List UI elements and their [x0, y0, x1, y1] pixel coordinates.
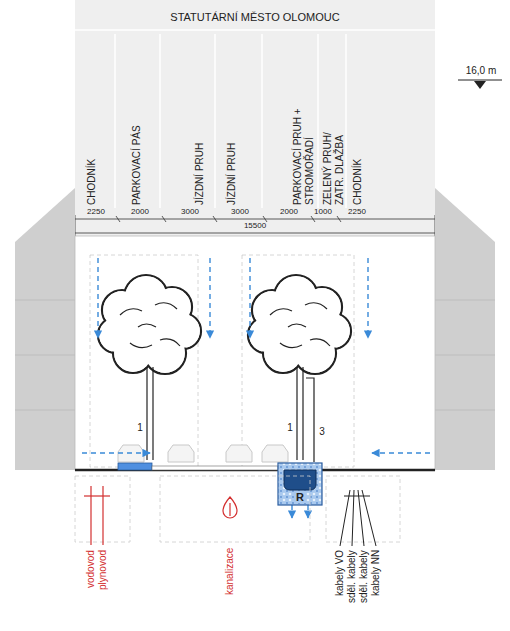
- utility-label: kabely NN: [370, 550, 382, 596]
- callout-number: 1: [287, 422, 293, 434]
- zone-label: CHODNÍK: [86, 159, 98, 205]
- title: STATUTÁRNÍ MĚSTO OLOMOUC: [170, 11, 339, 24]
- utility-label: vodovod: [85, 550, 97, 588]
- dimension-label: 15500: [244, 221, 266, 230]
- utility-label: kabely VO: [334, 550, 346, 596]
- zone-label: CHODNÍK: [352, 159, 364, 205]
- dimension-label: 2250: [87, 207, 105, 216]
- zone-label: PARKOVACÍ PÁS: [131, 125, 143, 205]
- callout-number: 1: [137, 422, 143, 434]
- utility-label: plynovod: [97, 550, 109, 590]
- dimension-label: 2250: [348, 207, 366, 216]
- utility-label: sděl. kabely: [346, 550, 358, 603]
- dimension-label: 2000: [131, 207, 149, 216]
- callout-number: 3: [319, 426, 325, 438]
- zone-label: ZELENÝ PRUH/ ZATR. DLAŽBA: [322, 117, 345, 205]
- dimension-label: 1000: [314, 207, 332, 216]
- zone-label: JÍZDNÍ PRUH: [226, 143, 238, 205]
- zone-label: JÍZDNÍ PRUH: [194, 143, 206, 205]
- dimension-label: 3000: [181, 207, 199, 216]
- zone-label: PARKOVACÍ PRUH + STROMOŘADÍ: [292, 93, 315, 205]
- utility-label: kanalizace: [224, 548, 236, 595]
- utility-label: sděl. kabely: [358, 550, 370, 603]
- dimension-label: 3000: [231, 207, 249, 216]
- dimension-label: 2000: [280, 207, 298, 216]
- callout-number: R: [294, 491, 306, 504]
- dimension-label: 16,0 m: [466, 65, 497, 77]
